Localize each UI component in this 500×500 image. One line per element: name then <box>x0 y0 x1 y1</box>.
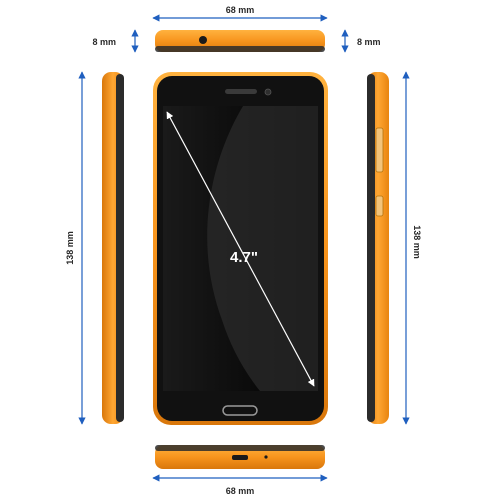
thickness-right-label: 8 mm <box>357 37 381 47</box>
top-edge-front-strip <box>155 46 325 52</box>
height-left-dimension: 138 mm <box>65 71 86 425</box>
home-button-icon <box>222 405 258 416</box>
usb-port-icon <box>232 455 248 460</box>
thickness-left-label: 8 mm <box>92 37 116 47</box>
phone-front-view: 4.7" <box>153 72 328 425</box>
headphone-jack-icon <box>199 36 207 44</box>
phone-top-view <box>155 30 325 52</box>
thickness-right-dimension: 8 mm <box>341 29 381 53</box>
top-width-dimension: 68 mm <box>152 5 328 22</box>
diagonal-arrow <box>166 111 315 387</box>
right-side-back-strip <box>367 74 375 422</box>
left-side-back-strip <box>116 74 124 422</box>
top-width-label: 68 mm <box>226 5 255 15</box>
height-right-dimension: 138 mm <box>402 71 422 425</box>
thickness-left-dimension: 8 mm <box>92 29 139 53</box>
power-button-icon <box>375 195 384 217</box>
phone-right-side-view <box>367 72 389 424</box>
earpiece-icon <box>225 89 257 94</box>
height-left-label: 138 mm <box>65 231 75 265</box>
microphone-icon <box>264 455 268 459</box>
phone-bottom-view <box>155 445 325 469</box>
phone-left-side-view <box>102 72 124 424</box>
bottom-width-dimension: 68 mm <box>152 474 328 496</box>
volume-button-icon <box>375 127 384 173</box>
bottom-width-label: 68 mm <box>226 486 255 496</box>
bottom-edge-front-strip <box>155 445 325 451</box>
height-right-label: 138 mm <box>412 225 422 259</box>
front-camera-icon <box>264 88 272 96</box>
diagonal-label: 4.7" <box>230 249 258 266</box>
